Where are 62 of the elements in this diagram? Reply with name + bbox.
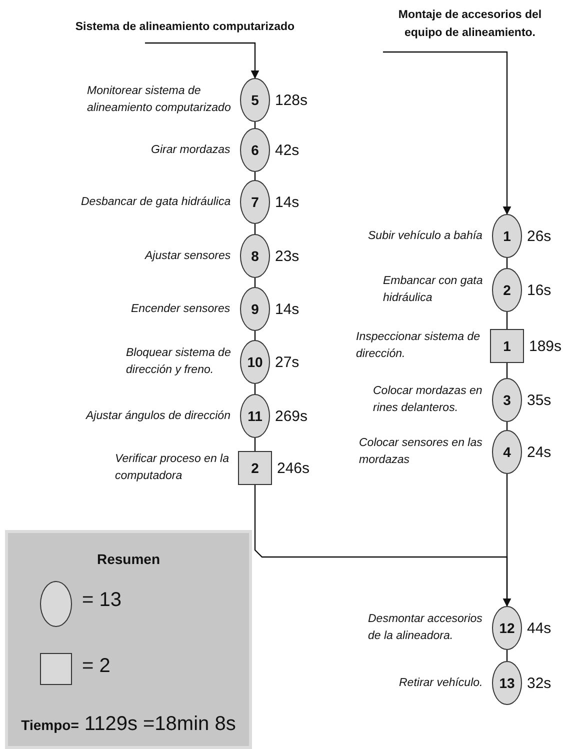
operation-circle: 4 (492, 430, 522, 474)
duration-label: 246s (277, 458, 310, 478)
legend-text: = 13 (82, 589, 122, 612)
section-heading: Montaje de accesorios del equipo de alineamiento. (397, 8, 543, 41)
step-description: Verificar proceso en la computadora (115, 452, 230, 484)
duration-label: 128s (275, 90, 308, 110)
operation-circle: 12 (492, 606, 522, 650)
summary-panel (5, 530, 252, 749)
step-description: Ajustar ángulos de dirección (86, 408, 232, 424)
step-description: Girar mordazas (151, 142, 232, 158)
connector-line (254, 224, 256, 234)
step-description: Monitorear sistema de alineamiento computarizado (87, 84, 232, 116)
step-description: Embancar con gata hidráulica (383, 274, 484, 306)
duration-label: 14s (275, 192, 300, 212)
legend-text: = 2 (82, 655, 110, 678)
step-description: Encender sensores (131, 302, 232, 316)
connector-line (506, 312, 508, 329)
connector-line (254, 384, 256, 394)
step-description: Desmontar accesorios de la alineadora. (368, 612, 484, 644)
duration-label: 16s (527, 280, 552, 300)
duration-label: 42s (275, 140, 300, 160)
connector-line (506, 363, 508, 378)
duration-label: 35s (527, 390, 552, 410)
arrow (145, 42, 260, 79)
connector-line (254, 438, 256, 451)
duration-label: 189s (529, 336, 562, 356)
operation-circle: 9 (240, 287, 270, 331)
step-description: Ajustar sensores (145, 248, 232, 264)
duration-label: 44s (527, 618, 552, 638)
step-description: Desbancar de gata hidráulica (81, 194, 232, 210)
section-heading: Sistema de alineamiento computarizado (74, 20, 296, 35)
operation-circle: 2 (492, 268, 522, 312)
connector-line (506, 650, 508, 661)
arrow (383, 51, 512, 215)
operation-circle: 8 (240, 234, 270, 278)
operation-circle: 1 (492, 214, 522, 258)
operation-circle: 11 (240, 394, 270, 438)
step-description: Subir vehículo a bahía (368, 228, 484, 244)
duration-label: 24s (527, 442, 552, 462)
arrow (254, 485, 512, 607)
operation-circle: 3 (492, 378, 522, 422)
step-description: Colocar mordazas en rines delanteros. (373, 384, 484, 416)
panel-title: Resumen (96, 551, 162, 567)
operation-circle: 6 (240, 128, 270, 172)
step-description: Retirar vehículo. (399, 676, 484, 690)
inspection-square: 2 (238, 451, 272, 485)
inspection-square: 1 (490, 329, 524, 363)
duration-label: 269s (275, 406, 308, 426)
duration-label: 32s (527, 674, 552, 694)
operation-circle: 13 (492, 661, 522, 705)
operation-circle: 10 (240, 340, 270, 384)
duration-label: 27s (275, 352, 300, 372)
duration-label: 14s (275, 300, 300, 320)
duration-label: 23s (275, 246, 300, 266)
duration-label: 26s (527, 226, 552, 246)
total-time-text: Tiempo= 1129s =18min 8s (20, 713, 237, 736)
step-description: Bloquear sistema de dirección y freno. (126, 346, 232, 378)
operation-circle: 7 (240, 180, 270, 224)
operation-circle: 5 (240, 78, 270, 122)
step-description: Colocar sensores en las mordazas (359, 436, 484, 468)
step-description: Inspeccionar sistema de dirección. (356, 330, 482, 362)
connector-line (506, 258, 508, 268)
